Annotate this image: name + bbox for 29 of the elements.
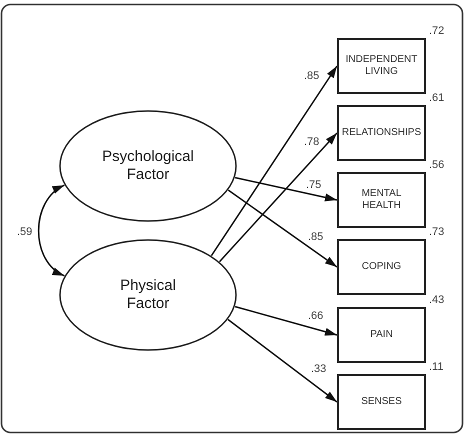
loading-arrow	[218, 132, 338, 262]
indicator-box	[337, 105, 426, 161]
r-squared-value: .11	[429, 361, 444, 374]
r-squared-value: .56	[429, 159, 444, 172]
indicator-label: MENTAL HEALTH	[360, 188, 402, 212]
indicator-label: COPING	[362, 261, 402, 273]
indicator-box	[337, 239, 426, 295]
indicator-label: INDEPENDENT LIVING	[344, 54, 418, 78]
r-squared-value: .61	[429, 92, 444, 105]
indicator-box	[337, 38, 426, 94]
indicator-label: PAIN	[370, 329, 393, 341]
loading-arrow	[210, 66, 338, 256]
r-squared-value: .43	[429, 294, 444, 307]
factor-label: Physical Factor	[119, 277, 177, 313]
correlation-arrow	[38, 184, 65, 276]
loading-arrow	[228, 189, 338, 268]
r-squared-value: .73	[429, 226, 444, 239]
factor-label: Psychological Factor	[101, 148, 195, 184]
loading-arrow	[228, 318, 338, 403]
loading-arrow	[234, 176, 338, 202]
indicator-box	[337, 172, 426, 228]
loading-arrow	[234, 306, 338, 336]
latent-factor-ellipse	[59, 110, 237, 222]
r-squared-value: .72	[429, 25, 444, 38]
indicator-box	[337, 374, 426, 430]
indicator-label: SENSES	[361, 396, 402, 408]
latent-factor-ellipse	[59, 239, 237, 351]
indicator-box	[337, 307, 426, 363]
indicator-label: RELATIONSHIPS	[342, 127, 422, 139]
